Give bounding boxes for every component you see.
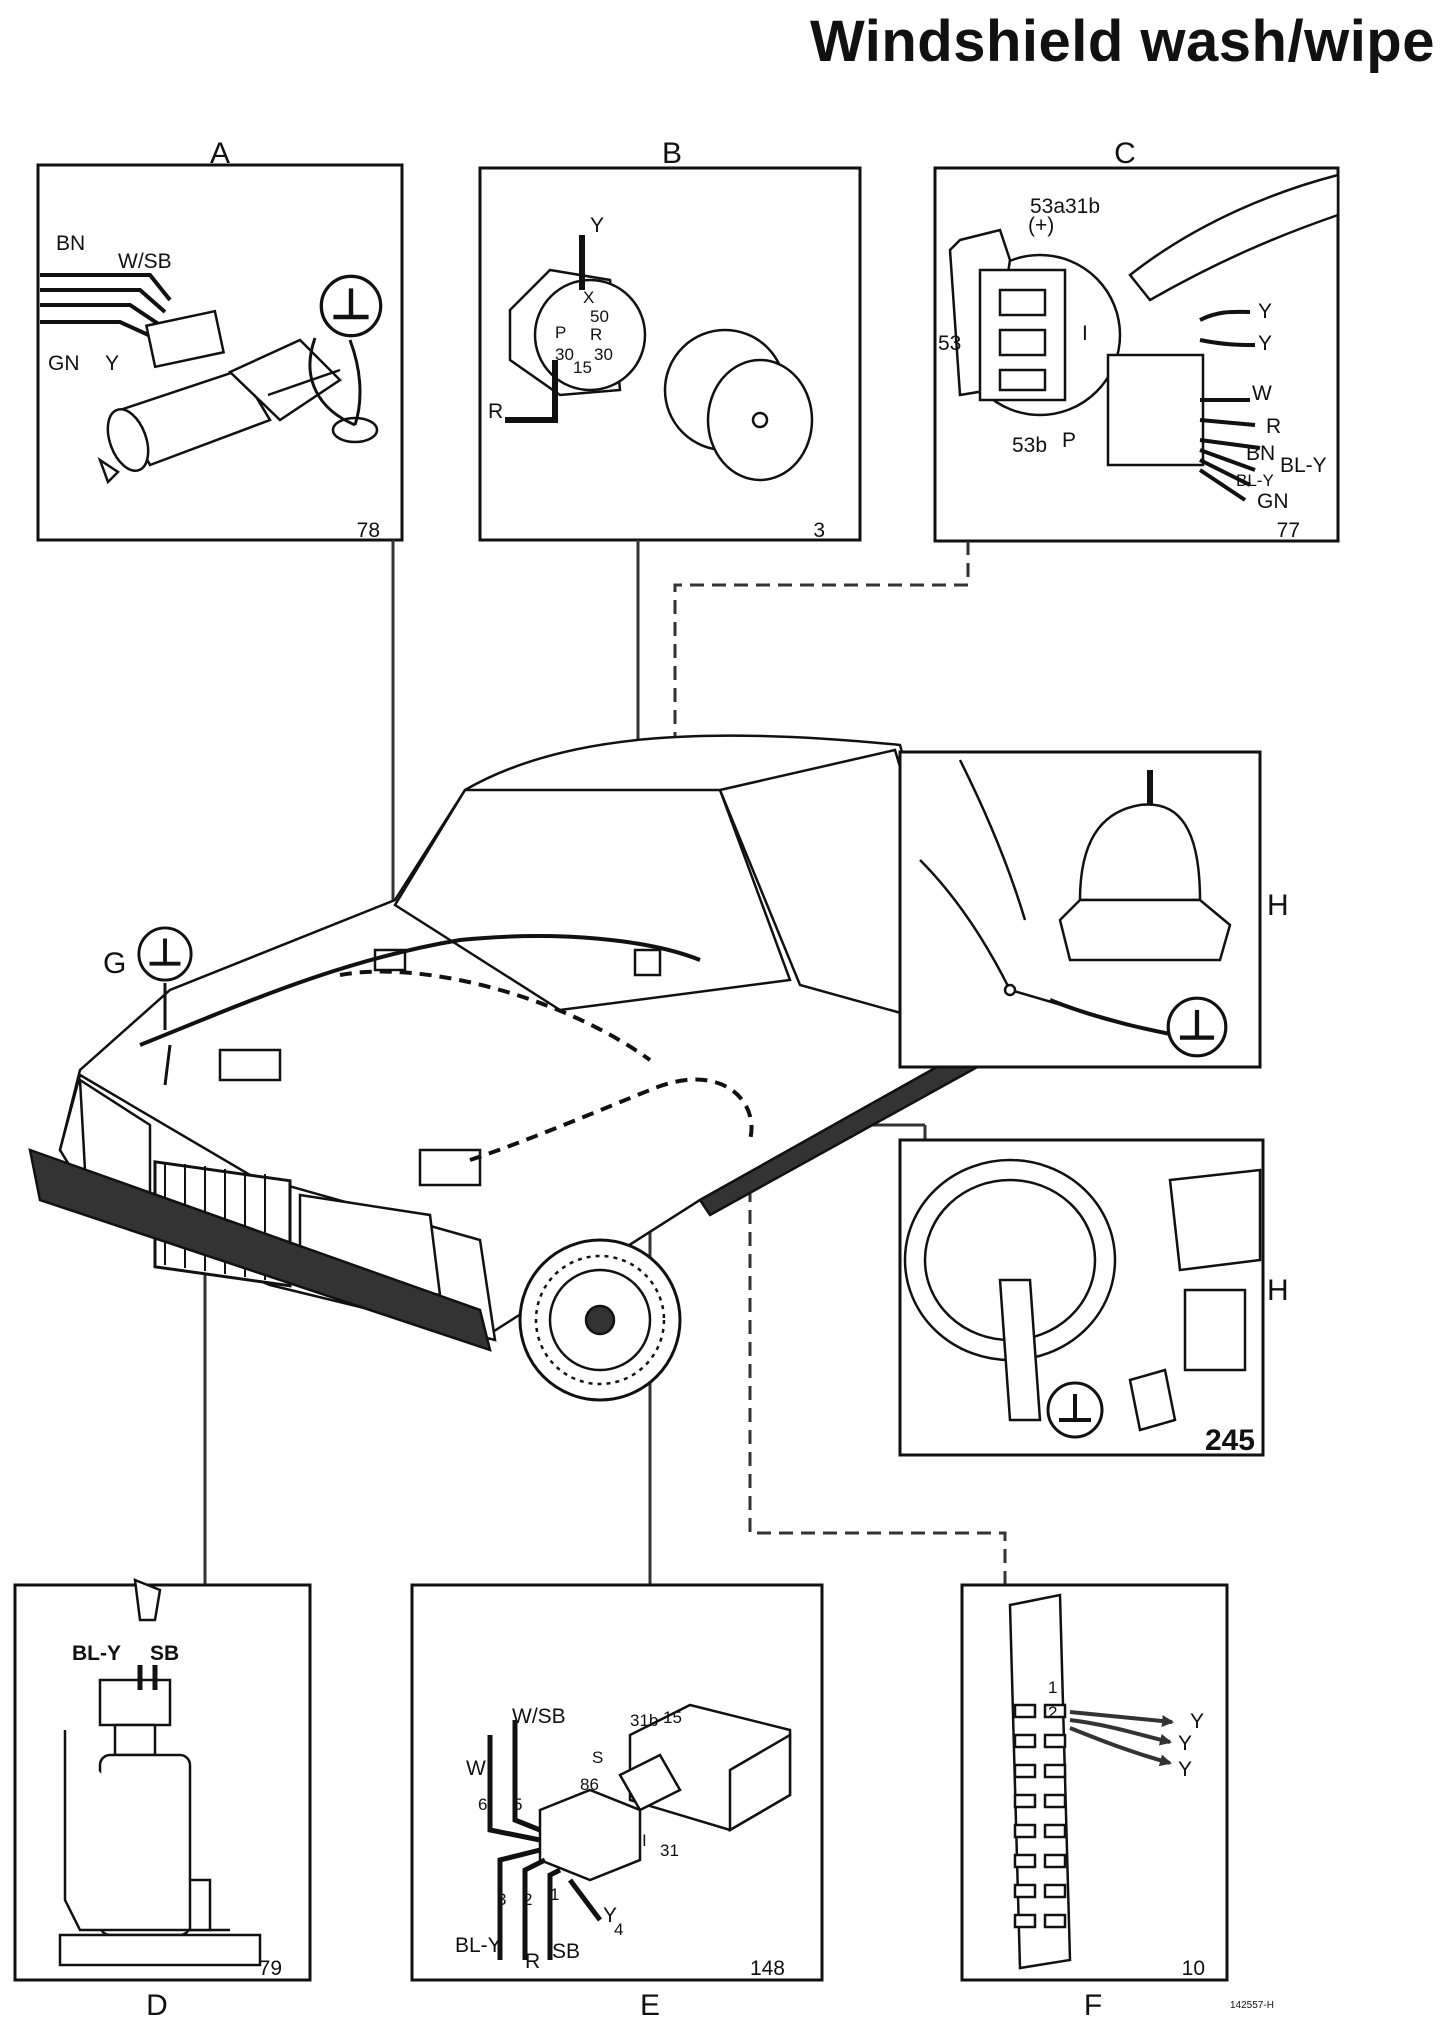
wire-label: W [466,1757,486,1780]
wire-label: Y [603,1904,617,1927]
panel-c-letter: C [1114,137,1136,170]
wire-label: GN [1257,490,1289,513]
terminal-label: 30 [555,345,574,364]
panel-f-number: 10 [1182,1957,1205,1980]
wire-label: BN [56,232,85,255]
wire-label: SB [150,1642,179,1665]
car-illustration [28,734,992,1402]
panel-d-number: 79 [259,1957,282,1980]
panel-a-number: 78 [357,519,380,542]
terminal-label: 53b [1012,434,1047,457]
wire-label: GN [48,352,80,375]
wire-label: BL-Y [1280,454,1327,477]
wire-label: Y [1258,300,1272,323]
terminal-label: 31 [660,1841,679,1860]
pin-label: 3 [497,1890,506,1909]
terminal-label: P [555,323,566,342]
terminal-label: (+) [1028,214,1054,237]
terminal-label: I [1082,322,1088,345]
wire-label: R [1266,415,1281,438]
panel-d-letter: D [146,1989,168,2022]
ground-icon [321,276,380,335]
terminal-label: 53 [938,332,961,355]
wire-label: W/SB [512,1705,566,1728]
terminal-label: 30 [594,345,613,364]
terminal-label: P [1062,429,1076,452]
panel-b-number: 3 [813,519,825,542]
wire-label: R [488,400,503,423]
wire-label: BL-Y [1236,471,1274,490]
pin-label: 2 [1048,1703,1057,1722]
pin-label: 2 [523,1890,532,1909]
panel-f-letter: F [1084,1989,1102,2022]
ground-label-g: G [103,947,126,980]
terminal-label: X [583,288,594,307]
terminal-label: S [592,1748,603,1767]
figure-code: 142557-H [1230,2000,1274,2011]
pin-label: 5 [513,1795,522,1814]
panel-b: B 3 Y R X 50 P R 30 15 30 [478,137,862,542]
terminal-label: 15 [573,358,592,377]
pin-label: 1 [550,1885,559,1904]
wire-label: Y [1178,1758,1192,1781]
panel-c: C 77 53a (+) 31b 53 I 53b P Y Y W R B [933,137,1340,543]
wire-label: BN [1246,442,1275,465]
pin-label: 6 [478,1795,487,1814]
wire-label: BL-Y [72,1642,121,1665]
ground-icon [136,925,194,983]
panel-h-letter: H [1267,1274,1289,1307]
panel-a: A 78 BN W/SB GN Y [36,137,404,542]
terminal-label: 53a [1030,195,1065,218]
panel-h-lower: H 245 [898,1138,1289,1457]
panel-d: D 79 BL-Y SB [13,1578,312,2022]
pin-label: 1 [1048,1678,1057,1697]
pin-label: 4 [614,1920,623,1939]
panel-b-letter: B [662,137,682,170]
terminal-label: 31b [630,1711,658,1730]
panel-e-number: 148 [750,1957,785,1980]
wire-label: W [1252,382,1272,405]
panel-c-number: 77 [1277,519,1300,542]
panel-h-letter: H [1267,889,1289,922]
terminal-label: 50 [590,307,609,326]
ground-icon [1046,1381,1104,1439]
panel-h-upper: H [898,750,1289,1069]
panel-a-letter: A [210,137,230,170]
panel-h-number: 245 [1205,1424,1255,1457]
panel-e: E 148 W/SB W BL-Y R SB Y 6 5 3 2 1 4 31b… [410,1583,824,2022]
wire-label: R [525,1950,540,1973]
panel-f: F 10 1 2 Y Y Y [960,1583,1229,2022]
wire-label: W/SB [118,250,172,273]
wire-label: Y [1258,332,1272,355]
wire-label: Y [1178,1732,1192,1755]
panel-e-letter: E [640,1989,660,2022]
terminal-label: 31b [1065,195,1100,218]
terminal-label: I [642,1831,647,1850]
wire-label: Y [105,352,119,375]
diagram-title: Windshield wash/wipe [809,9,1435,74]
wire-label: BL-Y [455,1934,502,1957]
terminal-label: 86 [580,1775,599,1794]
wire-label: Y [1190,1710,1204,1733]
wire-label: SB [552,1940,580,1963]
wire-label: Y [590,214,604,237]
terminal-label: R [590,325,602,344]
terminal-label: 15 [663,1708,682,1727]
ground-icon [1168,998,1226,1056]
